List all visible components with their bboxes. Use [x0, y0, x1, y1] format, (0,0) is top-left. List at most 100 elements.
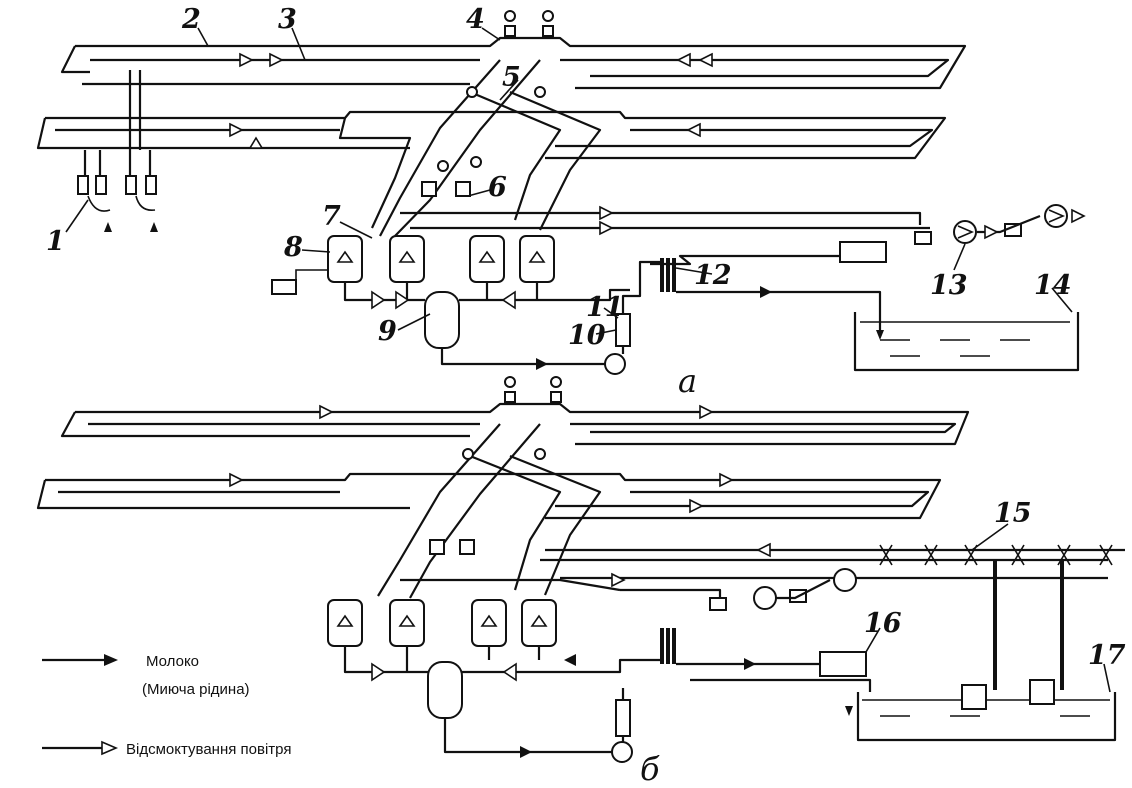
legend: Молоко (Миюча рідина) Відсмоктування пов… — [42, 653, 291, 758]
receiver-tank — [327, 235, 363, 283]
gauges-a — [421, 10, 554, 197]
collector-right — [469, 90, 562, 221]
wash-pump — [1029, 679, 1055, 705]
callout-5: 5 — [502, 62, 521, 93]
air-arrow — [229, 122, 701, 149]
tank-to-collector-1 — [343, 282, 425, 302]
subfigure-label-a: а — [678, 362, 697, 400]
milk-arrow — [520, 654, 853, 758]
unit-riser — [128, 70, 142, 150]
receiver-tank — [389, 235, 425, 283]
gauge — [534, 86, 546, 98]
gauge — [470, 156, 482, 168]
milk-pump-b — [611, 741, 633, 763]
pulsator-6 — [455, 181, 471, 197]
scheme-a — [36, 10, 1086, 375]
callout-2: 2 — [181, 4, 201, 35]
callout-leaders — [65, 27, 1111, 693]
flow-arrows-a — [229, 52, 1086, 370]
gauge — [504, 10, 516, 22]
air-arrow — [371, 290, 516, 310]
teat-cup — [125, 175, 137, 195]
storage-tank-14 — [853, 312, 1080, 372]
callout-14: 14 — [1034, 270, 1072, 301]
gauge — [504, 376, 516, 388]
gauge — [466, 86, 478, 98]
callout-4: 4 — [466, 4, 485, 35]
milk-line-lower-outer — [45, 110, 947, 160]
subfigure-label-b: б — [640, 750, 660, 788]
collector-to-pump — [440, 348, 605, 366]
gauge — [462, 448, 474, 460]
pulsator-6 — [421, 181, 437, 197]
pulsator — [459, 539, 475, 555]
collector-b-right-2 — [509, 454, 602, 596]
callout-13: 13 — [930, 270, 968, 301]
meter-box — [839, 241, 887, 263]
pump-motor-b1 — [709, 597, 727, 611]
wash-valves — [879, 544, 1113, 566]
receiver-tank — [519, 235, 555, 283]
receiver-tank — [327, 599, 363, 647]
collector-left-2 — [394, 59, 541, 237]
filter-piping — [621, 260, 660, 354]
milk-line-lower-left — [36, 117, 410, 150]
collector-to-filter — [459, 288, 630, 302]
legend-milk-arrow — [104, 654, 118, 666]
line-b-upper-outer — [75, 402, 970, 446]
cooler-out — [650, 254, 882, 335]
vacuum-line-lower — [55, 128, 934, 148]
pump-b-link — [620, 579, 831, 600]
tank-liquid — [860, 321, 1070, 357]
regulator — [542, 25, 554, 37]
regulator — [504, 391, 516, 403]
legend-air-arrow — [101, 740, 119, 756]
callout-9: 9 — [378, 316, 397, 347]
callout-11: 11 — [586, 292, 624, 323]
vacuum-b-main — [400, 578, 621, 592]
vacuum-main-1 — [400, 211, 922, 225]
legend-air-label: Відсмоктування повітря — [126, 741, 291, 758]
callout-12: 12 — [694, 260, 732, 291]
gauge — [550, 376, 562, 388]
pump-arrows — [957, 209, 1066, 239]
legend-wash-label: (Миюча рідина) — [142, 681, 250, 698]
line-b-upper-inner — [88, 422, 957, 434]
tank-drops — [485, 282, 539, 300]
collector-b-left — [377, 423, 501, 597]
control-wire — [295, 269, 328, 287]
milk-line-upper-outer-left — [60, 45, 90, 74]
gauges-b — [429, 376, 562, 555]
air-arrow — [371, 542, 771, 682]
tank-float-icons — [336, 614, 548, 627]
receiver-tank — [389, 599, 425, 647]
gauge — [437, 160, 449, 172]
collector-b-right — [469, 454, 562, 591]
milk-collector-b — [427, 661, 463, 719]
air-arrow — [229, 404, 734, 514]
collector-b-to-pump — [443, 718, 612, 754]
receiver-tank — [469, 235, 505, 283]
callout-17: 17 — [1088, 640, 1126, 671]
control-unit-16 — [819, 651, 867, 677]
receiver-tank — [521, 599, 557, 647]
air-arrow — [239, 52, 713, 68]
tank-float-icons — [336, 250, 546, 263]
tanks-to-collector-b — [343, 646, 541, 674]
vacuum-pump-b2 — [833, 568, 857, 592]
milk-line-upper-outer — [75, 36, 967, 90]
legend-milk-label: Молоко — [146, 653, 199, 670]
gauge — [542, 10, 554, 22]
air-arrow — [599, 205, 1086, 240]
flow-arrows-b — [229, 404, 853, 758]
milking-units-1 — [77, 70, 158, 232]
receiver-tanks-a — [327, 235, 555, 283]
collector-far-left — [338, 117, 412, 229]
callout-16: 16 — [864, 608, 902, 639]
teat-cup — [95, 175, 107, 195]
teat-cup — [77, 175, 89, 195]
scheme-b — [36, 376, 1125, 763]
cooler-b — [660, 628, 676, 664]
milk-collector-9 — [424, 291, 460, 349]
collector-right-2 — [509, 90, 602, 231]
